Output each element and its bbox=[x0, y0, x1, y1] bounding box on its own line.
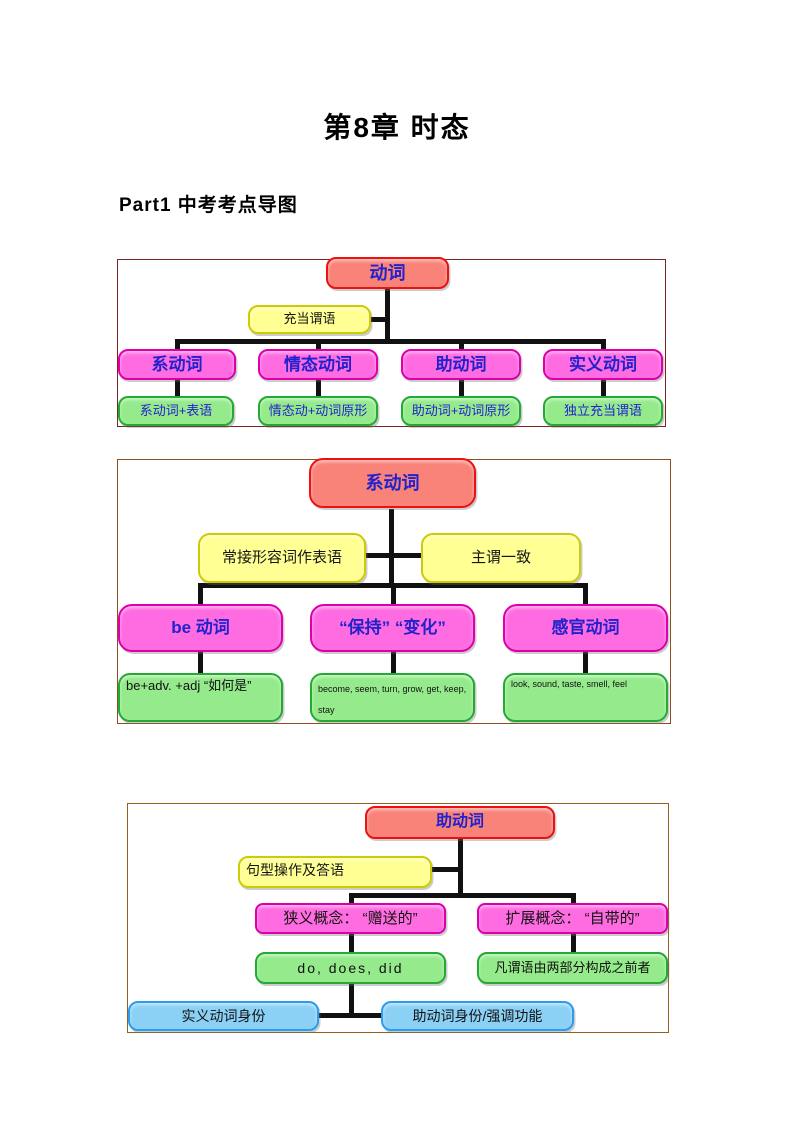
connector-line bbox=[583, 652, 588, 674]
connector-line bbox=[391, 652, 396, 674]
connector-line bbox=[175, 339, 606, 344]
connector-line bbox=[458, 839, 463, 898]
detail-node: 独立充当谓语 bbox=[543, 396, 663, 426]
branch-node: 情态动词 bbox=[258, 349, 378, 380]
connector-line bbox=[198, 652, 203, 674]
detail-node: be+adv. +adj “如何是” bbox=[118, 673, 283, 722]
branch-node: 助动词 bbox=[401, 349, 521, 380]
note-node: 充当谓语 bbox=[248, 305, 371, 334]
connector-line bbox=[459, 344, 464, 352]
connector-line bbox=[316, 344, 321, 352]
branch-node: 系动词 bbox=[118, 349, 236, 380]
connector-line bbox=[198, 588, 203, 606]
page-title: 第8章 时态 bbox=[323, 112, 471, 143]
branch-node: 实义动词 bbox=[543, 349, 663, 380]
connector-line bbox=[316, 380, 321, 398]
connector-line bbox=[349, 984, 354, 1018]
connector-line bbox=[601, 380, 606, 398]
connector-line bbox=[175, 380, 180, 398]
root-node: 系动词 bbox=[309, 458, 476, 508]
section-heading: Part1 中考考点导图 bbox=[119, 195, 298, 216]
note-node: 句型操作及答语 bbox=[238, 856, 432, 888]
branch-node: “保持” “变化” bbox=[310, 604, 475, 652]
detail-node: 助动词+动词原形 bbox=[401, 396, 521, 426]
connector-line bbox=[371, 317, 387, 322]
connector-line bbox=[389, 509, 394, 588]
note-node: 主谓一致 bbox=[421, 533, 581, 583]
note-node: 常接形容词作表语 bbox=[198, 533, 366, 583]
root-node: 助动词 bbox=[365, 806, 555, 839]
connector-line bbox=[349, 934, 354, 952]
branch-node: be 动词 bbox=[118, 604, 283, 652]
detail-node: 情态动+动词原形 bbox=[258, 396, 378, 426]
detail-node: look, sound, taste, smell, feel bbox=[503, 673, 668, 722]
connector-line bbox=[601, 344, 606, 352]
connector-line bbox=[391, 588, 396, 606]
detail-node: do, does, did bbox=[255, 952, 446, 984]
branch-node: 感官动词 bbox=[503, 604, 668, 652]
connector-line bbox=[349, 898, 354, 906]
connector-line bbox=[385, 287, 390, 344]
branch-node: 狭义概念： “赠送的” bbox=[255, 903, 446, 934]
diagram-linking-verbs-frame: 系动词 常接形容词作表语 主谓一致 be 动词 “保持” “变化” 感官动词 b… bbox=[117, 458, 671, 724]
leaf-node: 助动词身份/强调功能 bbox=[381, 1001, 574, 1031]
diagram-verbs-frame: 动词 充当谓语 系动词 情态动词 助动词 实义动词 系动词+表语 情态动+动词原… bbox=[117, 257, 666, 427]
root-node: 动词 bbox=[326, 257, 449, 289]
diagram-auxiliary-verbs-frame: 助动词 句型操作及答语 狭义概念： “赠送的” 扩展概念： “自带的” do, … bbox=[127, 803, 669, 1033]
connector-line bbox=[571, 934, 576, 952]
connector-line bbox=[366, 553, 421, 558]
detail-node: 凡谓语由两部分构成之前者 bbox=[477, 952, 668, 984]
connector-line bbox=[571, 898, 576, 906]
connector-line bbox=[349, 893, 576, 898]
connector-line bbox=[198, 583, 588, 588]
connector-line bbox=[583, 588, 588, 606]
leaf-node: 实义动词身份 bbox=[128, 1001, 319, 1031]
connector-line bbox=[175, 344, 180, 352]
connector-line bbox=[459, 380, 464, 398]
detail-node: become, seem, turn, grow, get, keep, sta… bbox=[310, 673, 475, 722]
detail-node: 系动词+表语 bbox=[118, 396, 234, 426]
branch-node: 扩展概念： “自带的” bbox=[477, 903, 668, 934]
connector-line bbox=[432, 867, 458, 872]
